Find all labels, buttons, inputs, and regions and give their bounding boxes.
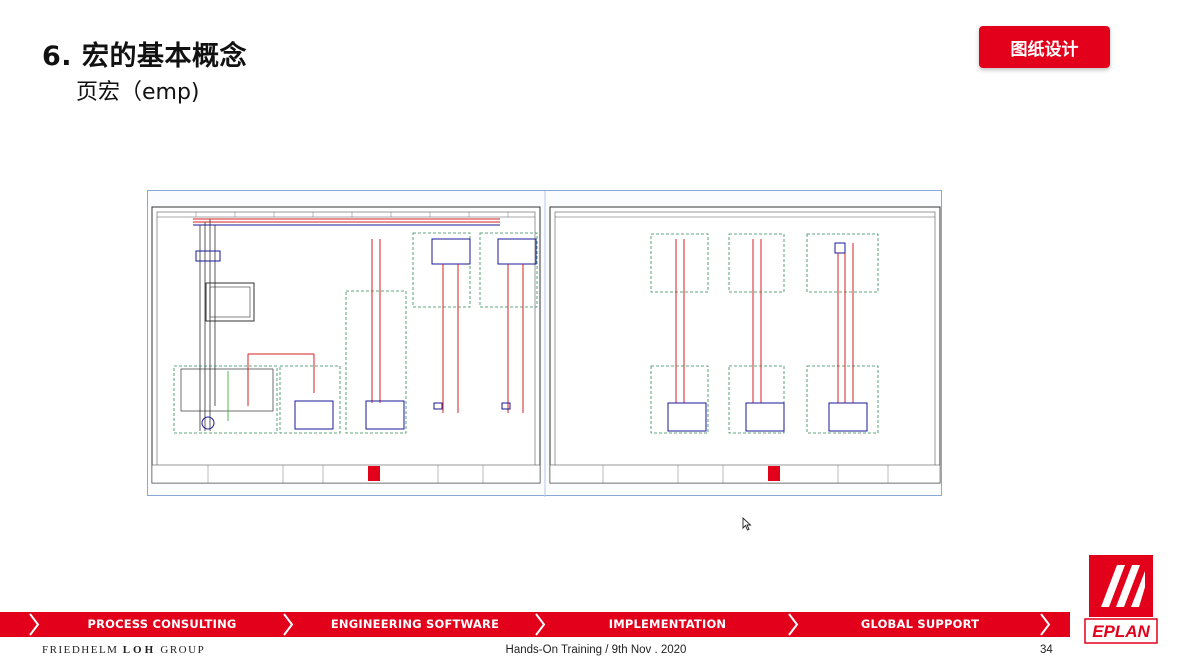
eplan-logo: EPLAN xyxy=(1084,555,1158,644)
nav-item-engineering-software: ENGINEERING SOFTWARE xyxy=(330,617,500,631)
nav-item-process-consulting: PROCESS CONSULTING xyxy=(87,617,237,631)
nav-item-global-support: GLOBAL SUPPORT xyxy=(860,617,980,631)
nav-item-implementation: IMPLEMENTATION xyxy=(608,617,727,631)
mouse-pointer-icon xyxy=(742,517,752,531)
slide-title: 6. 宏的基本概念 xyxy=(42,41,247,72)
logo-text: EPLAN xyxy=(1092,622,1150,641)
schematic-page-2 xyxy=(549,206,941,484)
slide-subtitle: 页宏（emp) xyxy=(76,80,200,105)
schematic-drawing xyxy=(151,191,941,497)
nav-chevrons xyxy=(29,613,1051,636)
schematic-page-1 xyxy=(151,206,541,484)
section-tag: 图纸设计 xyxy=(979,26,1110,68)
company-name: FRIEDHELM LOH GROUP xyxy=(42,644,206,656)
schematic-screenshot xyxy=(147,190,942,497)
page-number: 34 xyxy=(1040,644,1053,656)
event-label: Hands-On Training / 9th Nov . 2020 xyxy=(505,644,687,656)
footer-nav-bar: PROCESS CONSULTING ENGINEERING SOFTWARE … xyxy=(0,612,1070,637)
